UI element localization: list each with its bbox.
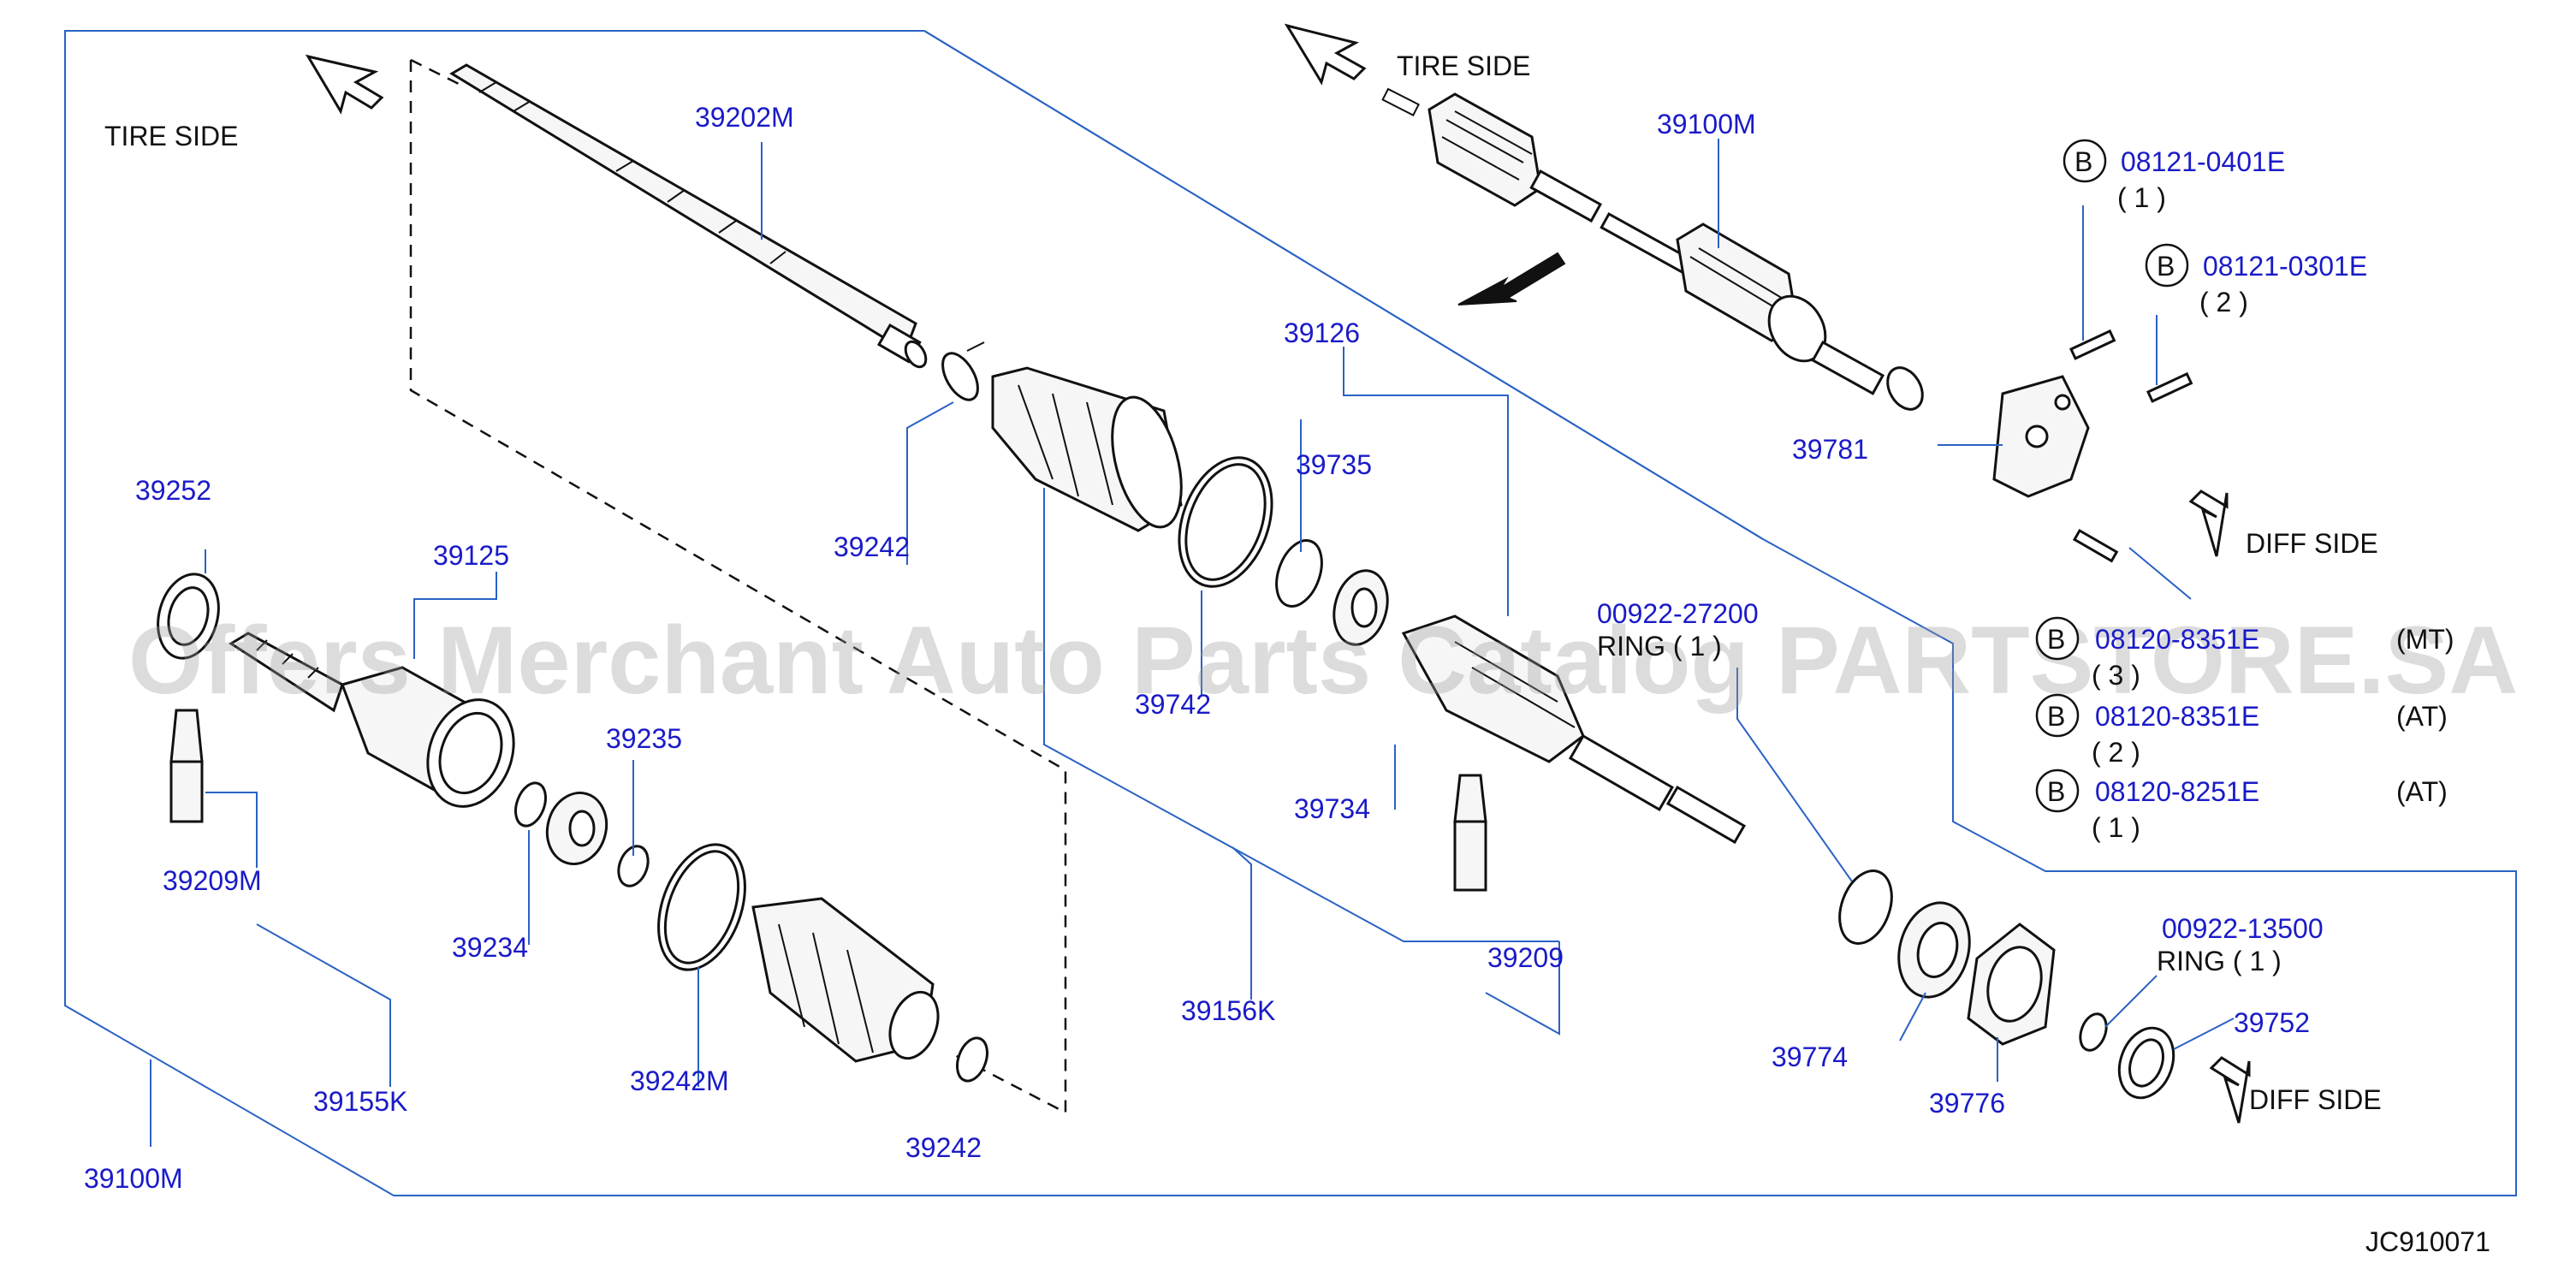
bolt-qty: ( 1 ) xyxy=(2092,812,2140,843)
bolt-badge: B xyxy=(2047,776,2065,807)
seal-39752-illustration xyxy=(2117,1026,2175,1100)
bolt-callout-5[interactable]: B 08120-8251E (AT) ( 1 ) xyxy=(2035,769,2448,843)
label-39734[interactable]: 39734 xyxy=(1294,793,1370,824)
diff-side-label-lower: DIFF SIDE xyxy=(2249,1084,2382,1115)
label-00922-13500[interactable]: 00922-13500 xyxy=(2162,913,2324,944)
label-39125[interactable]: 39125 xyxy=(433,540,509,571)
leader-lines xyxy=(150,139,2235,1147)
assembly-outline-top xyxy=(923,30,1764,540)
clamp-39242-top xyxy=(941,341,985,401)
label-39234[interactable]: 39234 xyxy=(452,932,528,963)
bolt-badge: B xyxy=(2157,251,2175,282)
label-39776[interactable]: 39776 xyxy=(1929,1088,2005,1119)
label-00922-27200[interactable]: 00922-27200 xyxy=(1597,598,1759,629)
ring-39235-illustration xyxy=(617,845,650,887)
diff-side-arrow-upper xyxy=(2188,490,2229,557)
grease-tube-right xyxy=(1453,774,1487,892)
clamp-39242-bottom-illustration xyxy=(956,1036,988,1083)
label-39100M-bottom[interactable]: 39100M xyxy=(84,1163,183,1194)
housing-39776-illustration xyxy=(1967,923,2056,1046)
bracket-39781-illustration xyxy=(1992,375,2090,498)
bolt-badge: B xyxy=(2047,701,2065,732)
label-39742[interactable]: 39742 xyxy=(1135,689,1211,720)
label-39100M-top[interactable]: 39100M xyxy=(1657,109,1756,139)
bolt-qty: ( 2 ) xyxy=(2092,737,2140,768)
bolt-note: (AT) xyxy=(2396,776,2448,807)
bolt-note: (AT) xyxy=(2396,701,2448,732)
diff-side-label-upper: DIFF SIDE xyxy=(2246,528,2378,559)
spider-39734-illustration xyxy=(1333,569,1389,646)
assembly-outline xyxy=(64,30,2517,1196)
bolt-qty: ( 2 ) xyxy=(2199,287,2248,318)
shaft-39202M-illustration xyxy=(449,63,928,369)
bolt-note: (MT) xyxy=(2396,624,2454,655)
diff-side-arrow-lower xyxy=(2209,1056,2251,1124)
ring-00922-13500-illustration xyxy=(2079,1012,2108,1052)
band-39242M-illustration xyxy=(657,843,746,971)
label-39242M[interactable]: 39242M xyxy=(630,1065,729,1096)
bolt-number: 08120-8351E xyxy=(2095,624,2259,655)
bolt-callout-4[interactable]: B 08120-8351E (AT) ( 2 ) xyxy=(2035,693,2448,768)
assembly-direction-arrow xyxy=(1457,252,1566,306)
label-39209M[interactable]: 39209M xyxy=(163,865,262,896)
bolts-illustration xyxy=(2069,329,2193,563)
bolt-number: 08121-0301E xyxy=(2203,251,2367,282)
bolt-callout-3[interactable]: B 08120-8351E (MT) ( 3 ) xyxy=(2035,616,2454,691)
label-39156K[interactable]: 39156K xyxy=(1181,995,1275,1026)
ring-39234-illustration xyxy=(514,781,547,828)
bearing-39774-illustration xyxy=(1897,901,1971,999)
band-39742-illustration xyxy=(1178,456,1273,588)
diagram-code: JC910071 xyxy=(2365,1226,2490,1257)
watermark: Offers Merchant Auto Parts Catalog PARTS… xyxy=(128,607,2518,714)
bearing-39125-illustration xyxy=(545,791,608,866)
label-39752[interactable]: 39752 xyxy=(2234,1007,2310,1038)
snap-ring-39735-illustration xyxy=(1275,539,1323,608)
subassembly-dashed-top xyxy=(410,58,463,87)
label-39155K[interactable]: 39155K xyxy=(313,1086,407,1117)
bolt-badge: B xyxy=(2074,146,2092,177)
label-39242-bottom[interactable]: 39242 xyxy=(905,1132,982,1163)
bolt-number: 08120-8251E xyxy=(2095,776,2259,807)
label-39202M[interactable]: 39202M xyxy=(695,102,794,133)
tire-side-label-left: TIRE SIDE xyxy=(104,121,238,151)
grease-tube-left xyxy=(169,709,204,823)
ring-00922-27200-illustration xyxy=(1838,869,1893,945)
bolt-badge: B xyxy=(2047,624,2065,655)
tire-side-arrow-top xyxy=(1284,23,1367,86)
seal-39252-illustration xyxy=(157,573,220,660)
label-39774[interactable]: 39774 xyxy=(1772,1042,1848,1072)
label-39209[interactable]: 39209 xyxy=(1487,942,1564,973)
boot-lower-illustration xyxy=(751,897,940,1063)
bolt-number: 08121-0401E xyxy=(2121,146,2285,177)
label-39235[interactable]: 39235 xyxy=(606,723,682,754)
label-39735[interactable]: 39735 xyxy=(1296,449,1372,480)
tire-side-arrow-left xyxy=(305,54,384,115)
inner-shaft-illustration xyxy=(229,632,515,808)
bolt-callout-2[interactable]: B 08121-0301E ( 2 ) xyxy=(2145,243,2367,318)
bolt-number: 08120-8351E xyxy=(2095,701,2259,732)
bolt-qty: ( 1 ) xyxy=(2117,182,2166,213)
tire-side-label-top: TIRE SIDE xyxy=(1397,50,1530,81)
bolt-qty: ( 3 ) xyxy=(2092,660,2140,691)
label-39126[interactable]: 39126 xyxy=(1284,318,1360,348)
bolt-callout-1[interactable]: B 08121-0401E ( 1 ) xyxy=(2063,139,2285,213)
drive-shaft-assembly-illustration xyxy=(1381,87,1924,411)
label-ring-note-1: RING ( 1 ) xyxy=(1597,631,1722,662)
label-39252[interactable]: 39252 xyxy=(135,475,211,506)
boot-large-illustration xyxy=(991,366,1183,532)
label-ring-note-2: RING ( 1 ) xyxy=(2157,946,2282,976)
outer-housing-illustration xyxy=(1401,614,1746,845)
label-39781[interactable]: 39781 xyxy=(1792,434,1868,465)
label-39242-top[interactable]: 39242 xyxy=(834,531,910,562)
